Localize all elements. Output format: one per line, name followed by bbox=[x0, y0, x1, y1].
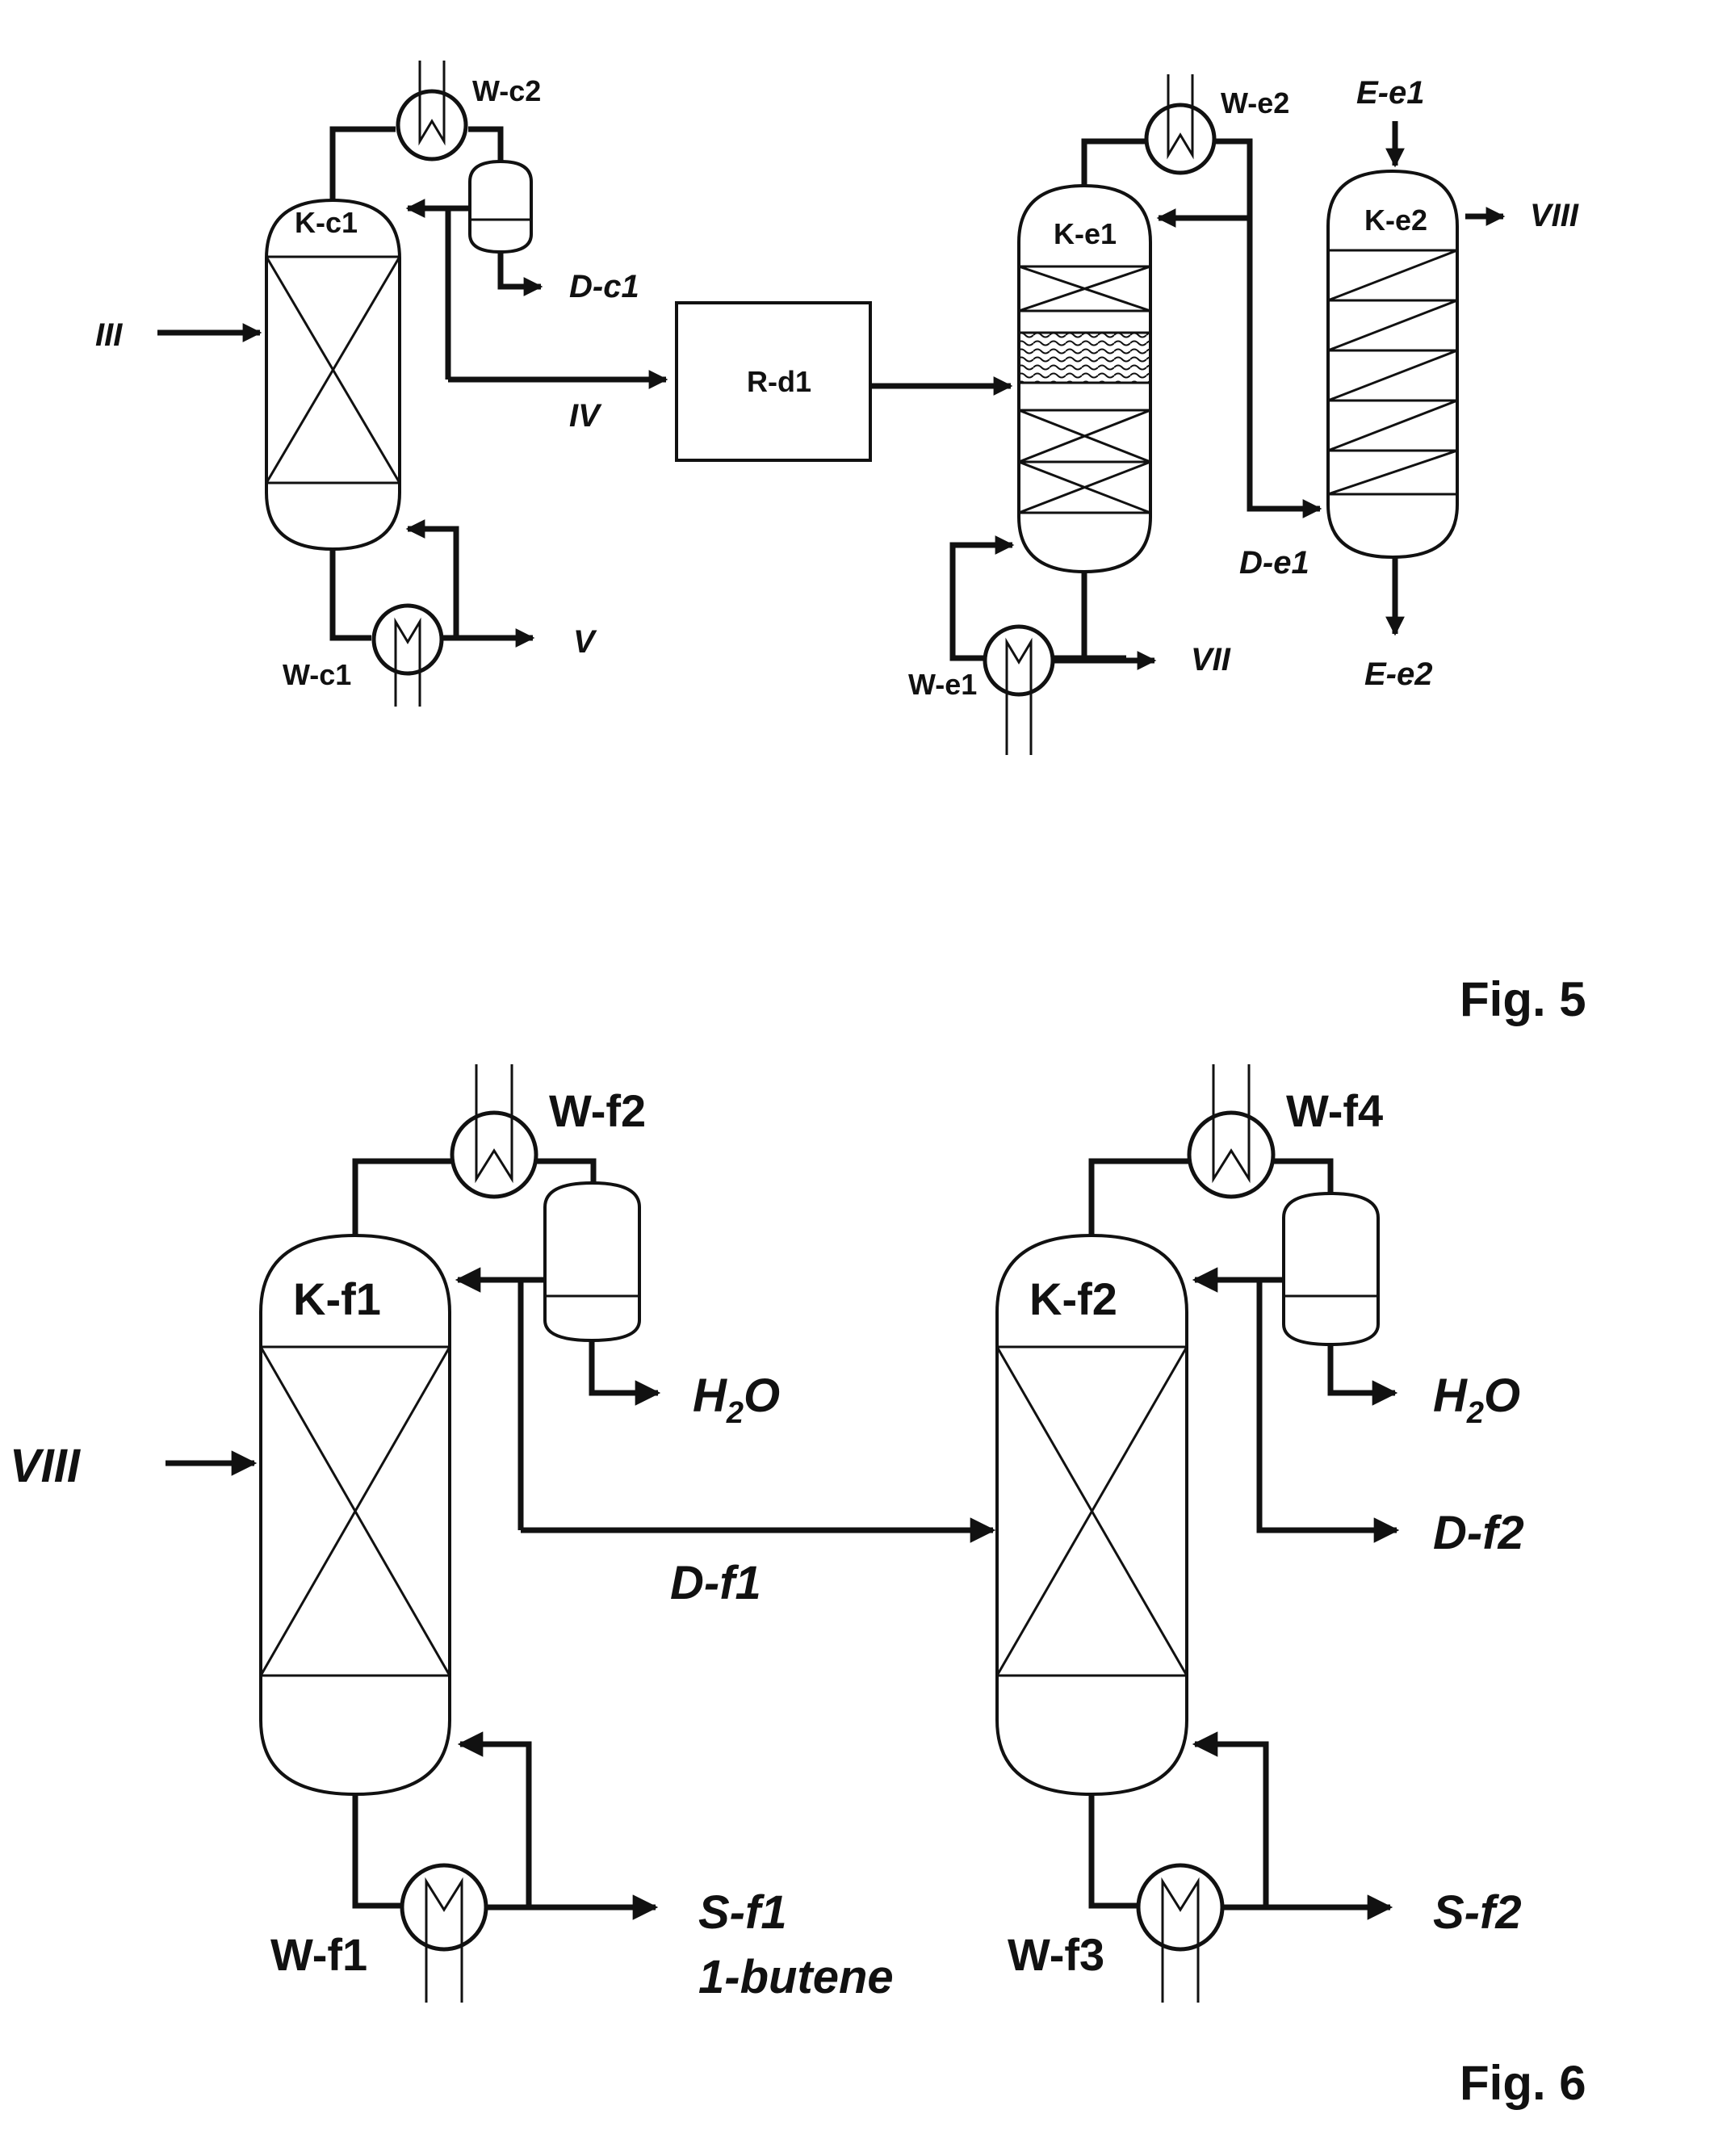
label-w-e1: W-e1 bbox=[908, 668, 977, 701]
label-k-f2: K-f2 bbox=[1029, 1273, 1117, 1324]
decanter-2: H2O D-f2 bbox=[1195, 1193, 1524, 1559]
label-w-f3: W-f3 bbox=[1008, 1929, 1104, 1980]
decanter-1: H2O bbox=[458, 1183, 780, 1530]
stream-s-f2: S-f2 bbox=[1433, 1886, 1522, 1939]
stream-s-f1: S-f1 bbox=[698, 1886, 787, 1939]
column-k-f1: K-f1 bbox=[261, 1235, 450, 1794]
stream-1-butene: 1-butene bbox=[698, 1951, 894, 2003]
column-k-e2: K-e2 bbox=[1328, 171, 1457, 557]
stream-viii-fig6: VIII bbox=[10, 1440, 82, 1492]
label-w-f2: W-f2 bbox=[549, 1085, 646, 1136]
column-k-f2: K-f2 bbox=[997, 1235, 1187, 1794]
label-k-f1: K-f1 bbox=[293, 1273, 381, 1324]
label-w-c1: W-c1 bbox=[283, 658, 351, 691]
label-w-f4: W-f4 bbox=[1286, 1085, 1383, 1136]
stream-e-e2: E-e2 bbox=[1364, 656, 1433, 692]
reboiler-w-c1: W-c1 V bbox=[283, 529, 597, 707]
label-k-e2: K-e2 bbox=[1364, 203, 1427, 237]
stream-d-c1: D-c1 bbox=[569, 269, 639, 304]
stream-iii: III bbox=[95, 317, 123, 353]
column-k-e1: K-e1 bbox=[1019, 186, 1150, 572]
stream-d-f1: D-f1 bbox=[670, 1557, 761, 1609]
stream-v: V bbox=[573, 624, 597, 660]
stream-h2o-2: H2O bbox=[1433, 1370, 1520, 1430]
label-k-c1: K-c1 bbox=[295, 206, 358, 239]
label-w-f1: W-f1 bbox=[270, 1929, 367, 1980]
stream-h2o-1: H2O bbox=[693, 1370, 780, 1430]
reactor-r-d1: R-d1 bbox=[677, 303, 870, 460]
stream-d-f2: D-f2 bbox=[1433, 1507, 1524, 1559]
stream-d-e1: D-e1 bbox=[1239, 545, 1309, 581]
label-w-e2: W-e2 bbox=[1221, 86, 1289, 120]
reflux-drum-c: D-c1 bbox=[408, 161, 639, 380]
stream-vii: VII bbox=[1191, 642, 1231, 677]
column-k-c1: K-c1 bbox=[266, 200, 400, 549]
reboiler-w-e1: W-e1 VII bbox=[908, 545, 1231, 755]
stream-iv: IV bbox=[569, 398, 602, 434]
label-w-c2: W-c2 bbox=[472, 74, 541, 107]
label-r-d1: R-d1 bbox=[747, 365, 811, 398]
caption-fig5: Fig. 5 bbox=[1460, 972, 1586, 1026]
stream-e-e1: E-e1 bbox=[1356, 75, 1425, 111]
label-k-e1: K-e1 bbox=[1054, 217, 1117, 250]
caption-fig6: Fig. 6 bbox=[1460, 2056, 1586, 2110]
stream-viii-fig5: VIII bbox=[1530, 198, 1579, 233]
